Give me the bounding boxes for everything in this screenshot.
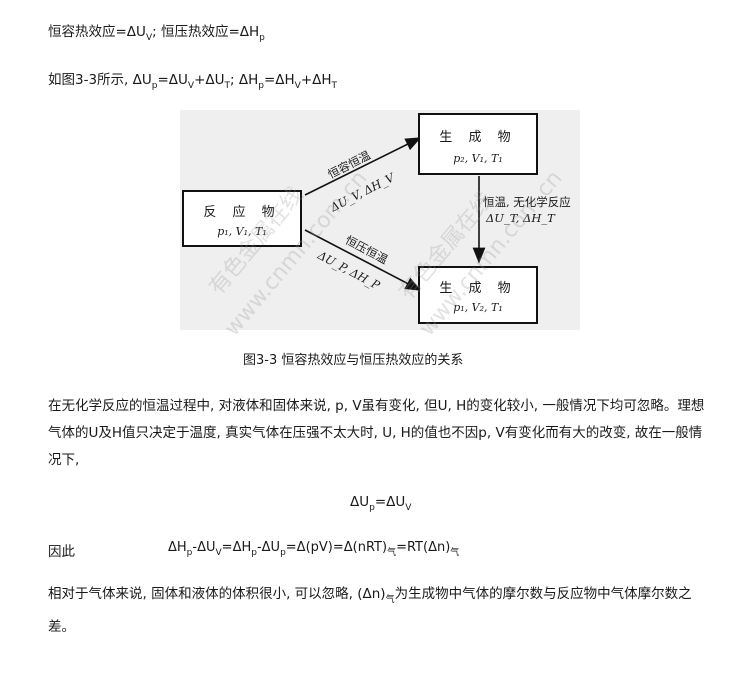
text-segment: =ΔU [157,72,188,88]
paragraph-isothermal: 在无化学反应的恒温过程中, 对液体和固体来说, p, V虽有变化, 但U, H的… [48,393,708,474]
equation-du: ΔUp=ΔUV [350,494,411,513]
text-segment: 如图3-3所示, ΔU [48,72,152,88]
text-segment: =RT(Δn) [396,540,451,555]
text-segment: 相对于气体来说, 固体和液体的体积很小, 可以忽略, (Δn) [48,586,386,602]
therefore-label: 因此 [48,544,75,560]
product-top-title: 生 成 物 [439,130,517,145]
product-bottom-vars: p₁, V₂, T₁ [453,301,503,314]
subscript: 气 [450,548,460,558]
text-segment: =ΔH [221,540,252,555]
subscript: V [294,81,301,91]
figure-3-3-diagram: 反 应 物 p₁, V₁, T₁ 生 成 物 p₂, V₁, T₁ 生 成 物 … [180,110,580,341]
subscript: p [251,548,257,558]
reactant-title: 反 应 物 [203,205,281,220]
text-segment: =Δ(pV)=Δ(nRT) [285,540,388,555]
text-segment: ΔU [350,494,370,510]
text-segment: ; ΔH [230,72,259,88]
upper-arrow [304,137,422,196]
product-top-box: 生 成 物 p₂, V₁, T₁ [418,113,538,175]
subscript: T [331,81,338,91]
subscript: p [151,81,158,91]
product-bottom-box: 生 成 物 p₁, V₂, T₁ [418,266,538,324]
arrows-layer [304,137,486,291]
reactant-vars: p₁, V₁, T₁ [217,225,267,238]
subscript: p [258,81,264,91]
text-segment: 为生成物中气体的摩尔数与反应物中气体摩尔数之差。 [48,586,692,635]
product-top-vars: p₂, V₁, T₁ [453,152,503,165]
paragraph-gas-volume: 相对于气体来说, 固体和液体的体积很小, 可以忽略, (Δn)气为生成物中气体的… [48,581,708,641]
vertical-arrow-condition: 恒温, 无化学反应 [483,195,571,209]
text-segment: +ΔH [300,72,332,88]
text-segment: -ΔU [192,540,216,555]
lower-arrow [304,229,422,291]
text-segment: ΔH [168,540,187,555]
subscript: T [224,81,231,91]
subscript: p [280,548,286,558]
text-segment: +ΔU [194,72,225,88]
product-bottom-title: 生 成 物 [439,281,517,296]
subscript: p [369,503,375,513]
subscript: p [259,33,265,43]
paragraph-text: 在无化学反应的恒温过程中, 对液体和固体来说, p, V虽有变化, 但U, H的… [48,398,705,468]
therefore-equation: ΔHp-ΔUV=ΔHp-ΔUp=Δ(pV)=Δ(nRT)气=RT(Δn)气 [168,540,459,558]
text-segment: =ΔH [263,72,295,88]
subscript: V [215,548,222,558]
figure-reference-line: 如图3-3所示, ΔUp=ΔUV+ΔUT; ΔHp=ΔHV+ΔHT [48,68,337,91]
subscript: 气 [385,595,395,605]
subscript: p [186,548,193,558]
text-segment: -ΔU [256,540,281,555]
text-segment: =ΔU [374,494,406,510]
figure-caption: 图3-3 恒容热效应与恒压热效应的关系 [243,353,464,368]
heat-definition-line: 恒容热效应=ΔUV; 恒压热效应=ΔHp [48,20,265,43]
subscript: 气 [387,548,397,558]
subscript: V [187,81,195,91]
reactant-box: 反 应 物 p₁, V₁, T₁ [182,190,302,247]
text-segment: ; 恒压热效应=ΔH [152,24,260,40]
text-segment: 恒容热效应=ΔU [48,24,146,40]
subscript: V [145,33,153,43]
subscript: V [405,503,412,513]
vertical-arrow-values: ΔU_T, ΔH_T [486,211,555,225]
